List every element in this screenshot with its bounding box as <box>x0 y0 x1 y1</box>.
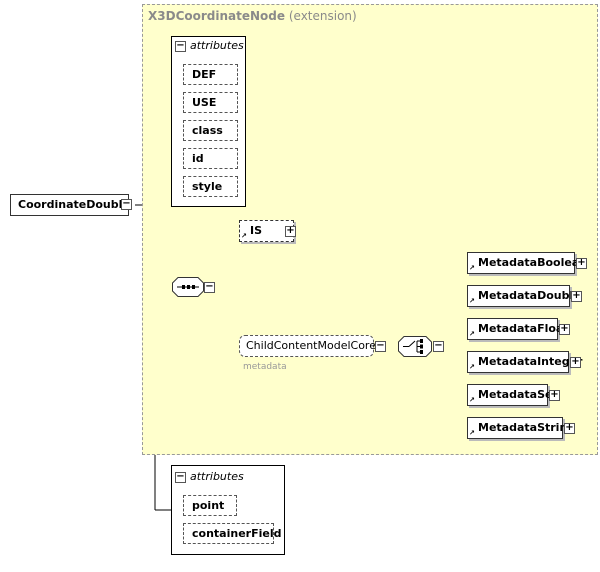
element-metadata-double-label: MetadataDouble <box>478 289 581 302</box>
extension-name: X3DCoordinateNode <box>148 9 286 23</box>
choice-shape <box>398 336 432 357</box>
own-attributes-header: attributes <box>190 470 244 483</box>
element-metadata-float[interactable]: ↗ MetadataFloat <box>467 318 569 340</box>
element-metadata-string-label: MetadataString <box>478 421 576 434</box>
reference-arrow-icon: ↗ <box>469 363 475 371</box>
attribute-container-field[interactable]: containerField <box>183 523 281 544</box>
reference-arrow-icon: ↗ <box>241 232 247 240</box>
reference-arrow-icon: ↗ <box>469 429 475 437</box>
choice-compositor-icon[interactable] <box>398 336 432 357</box>
expand-is-icon[interactable]: + <box>285 225 296 237</box>
collapse-group-icon[interactable]: − <box>375 340 386 352</box>
attribute-style[interactable]: style <box>183 176 238 197</box>
group-ref-child-content-model-core[interactable]: ChildContentModelCore <box>239 335 376 357</box>
attribute-def[interactable]: DEF <box>183 64 238 85</box>
extension-title: X3DCoordinateNode (extension) <box>148 9 357 23</box>
element-metadata-float-label: MetadataFloat <box>478 322 569 335</box>
element-metadata-set[interactable]: ↗ MetadataSet <box>467 384 558 406</box>
reference-arrow-icon: ↗ <box>469 264 475 272</box>
extension-attributes-header: attributes <box>190 39 244 52</box>
expand-metadata-integer-icon[interactable]: + <box>570 356 581 368</box>
expand-metadata-double-icon[interactable]: + <box>571 290 582 302</box>
element-metadata-set-label: MetadataSet <box>478 388 558 401</box>
collapse-sequence-icon[interactable]: − <box>204 281 215 293</box>
collapse-attributes-icon[interactable]: − <box>175 40 186 52</box>
element-is-label: IS <box>250 224 263 237</box>
expand-metadata-float-icon[interactable]: + <box>559 323 570 335</box>
collapse-own-attributes-icon[interactable]: − <box>175 471 186 483</box>
collapse-choice-icon[interactable]: − <box>433 340 444 352</box>
group-ref-sublabel: metadata <box>243 362 287 372</box>
collapse-root-icon[interactable]: − <box>121 198 132 210</box>
element-metadata-boolean-label: MetadataBoolean <box>478 256 588 269</box>
reference-arrow-icon: ↗ <box>469 330 475 338</box>
reference-arrow-icon: ↗ <box>469 297 475 305</box>
attribute-use[interactable]: USE <box>183 92 238 113</box>
reference-arrow-icon: ↗ <box>469 396 475 404</box>
element-metadata-string[interactable]: ↗ MetadataString <box>467 417 575 439</box>
sequence-compositor-icon[interactable] <box>172 277 204 297</box>
expand-metadata-string-icon[interactable]: + <box>564 422 575 434</box>
element-metadata-boolean[interactable]: ↗ MetadataBoolean <box>467 252 587 274</box>
element-metadata-double[interactable]: ↗ MetadataDouble <box>467 285 581 307</box>
extension-suffix: (extension) <box>288 9 357 23</box>
attribute-class[interactable]: class <box>183 120 238 141</box>
expand-metadata-set-icon[interactable]: + <box>549 389 560 401</box>
attribute-point[interactable]: point <box>183 495 237 516</box>
element-metadata-integer-label: MetadataInteger <box>478 355 583 368</box>
sequence-shape <box>172 277 204 297</box>
element-is[interactable]: ↗ IS <box>239 220 294 242</box>
element-metadata-integer[interactable]: ↗ MetadataInteger <box>467 351 582 373</box>
expand-metadata-boolean-icon[interactable]: + <box>576 257 587 269</box>
attribute-id[interactable]: id <box>183 148 238 169</box>
root-element[interactable]: CoordinateDouble <box>10 194 130 216</box>
